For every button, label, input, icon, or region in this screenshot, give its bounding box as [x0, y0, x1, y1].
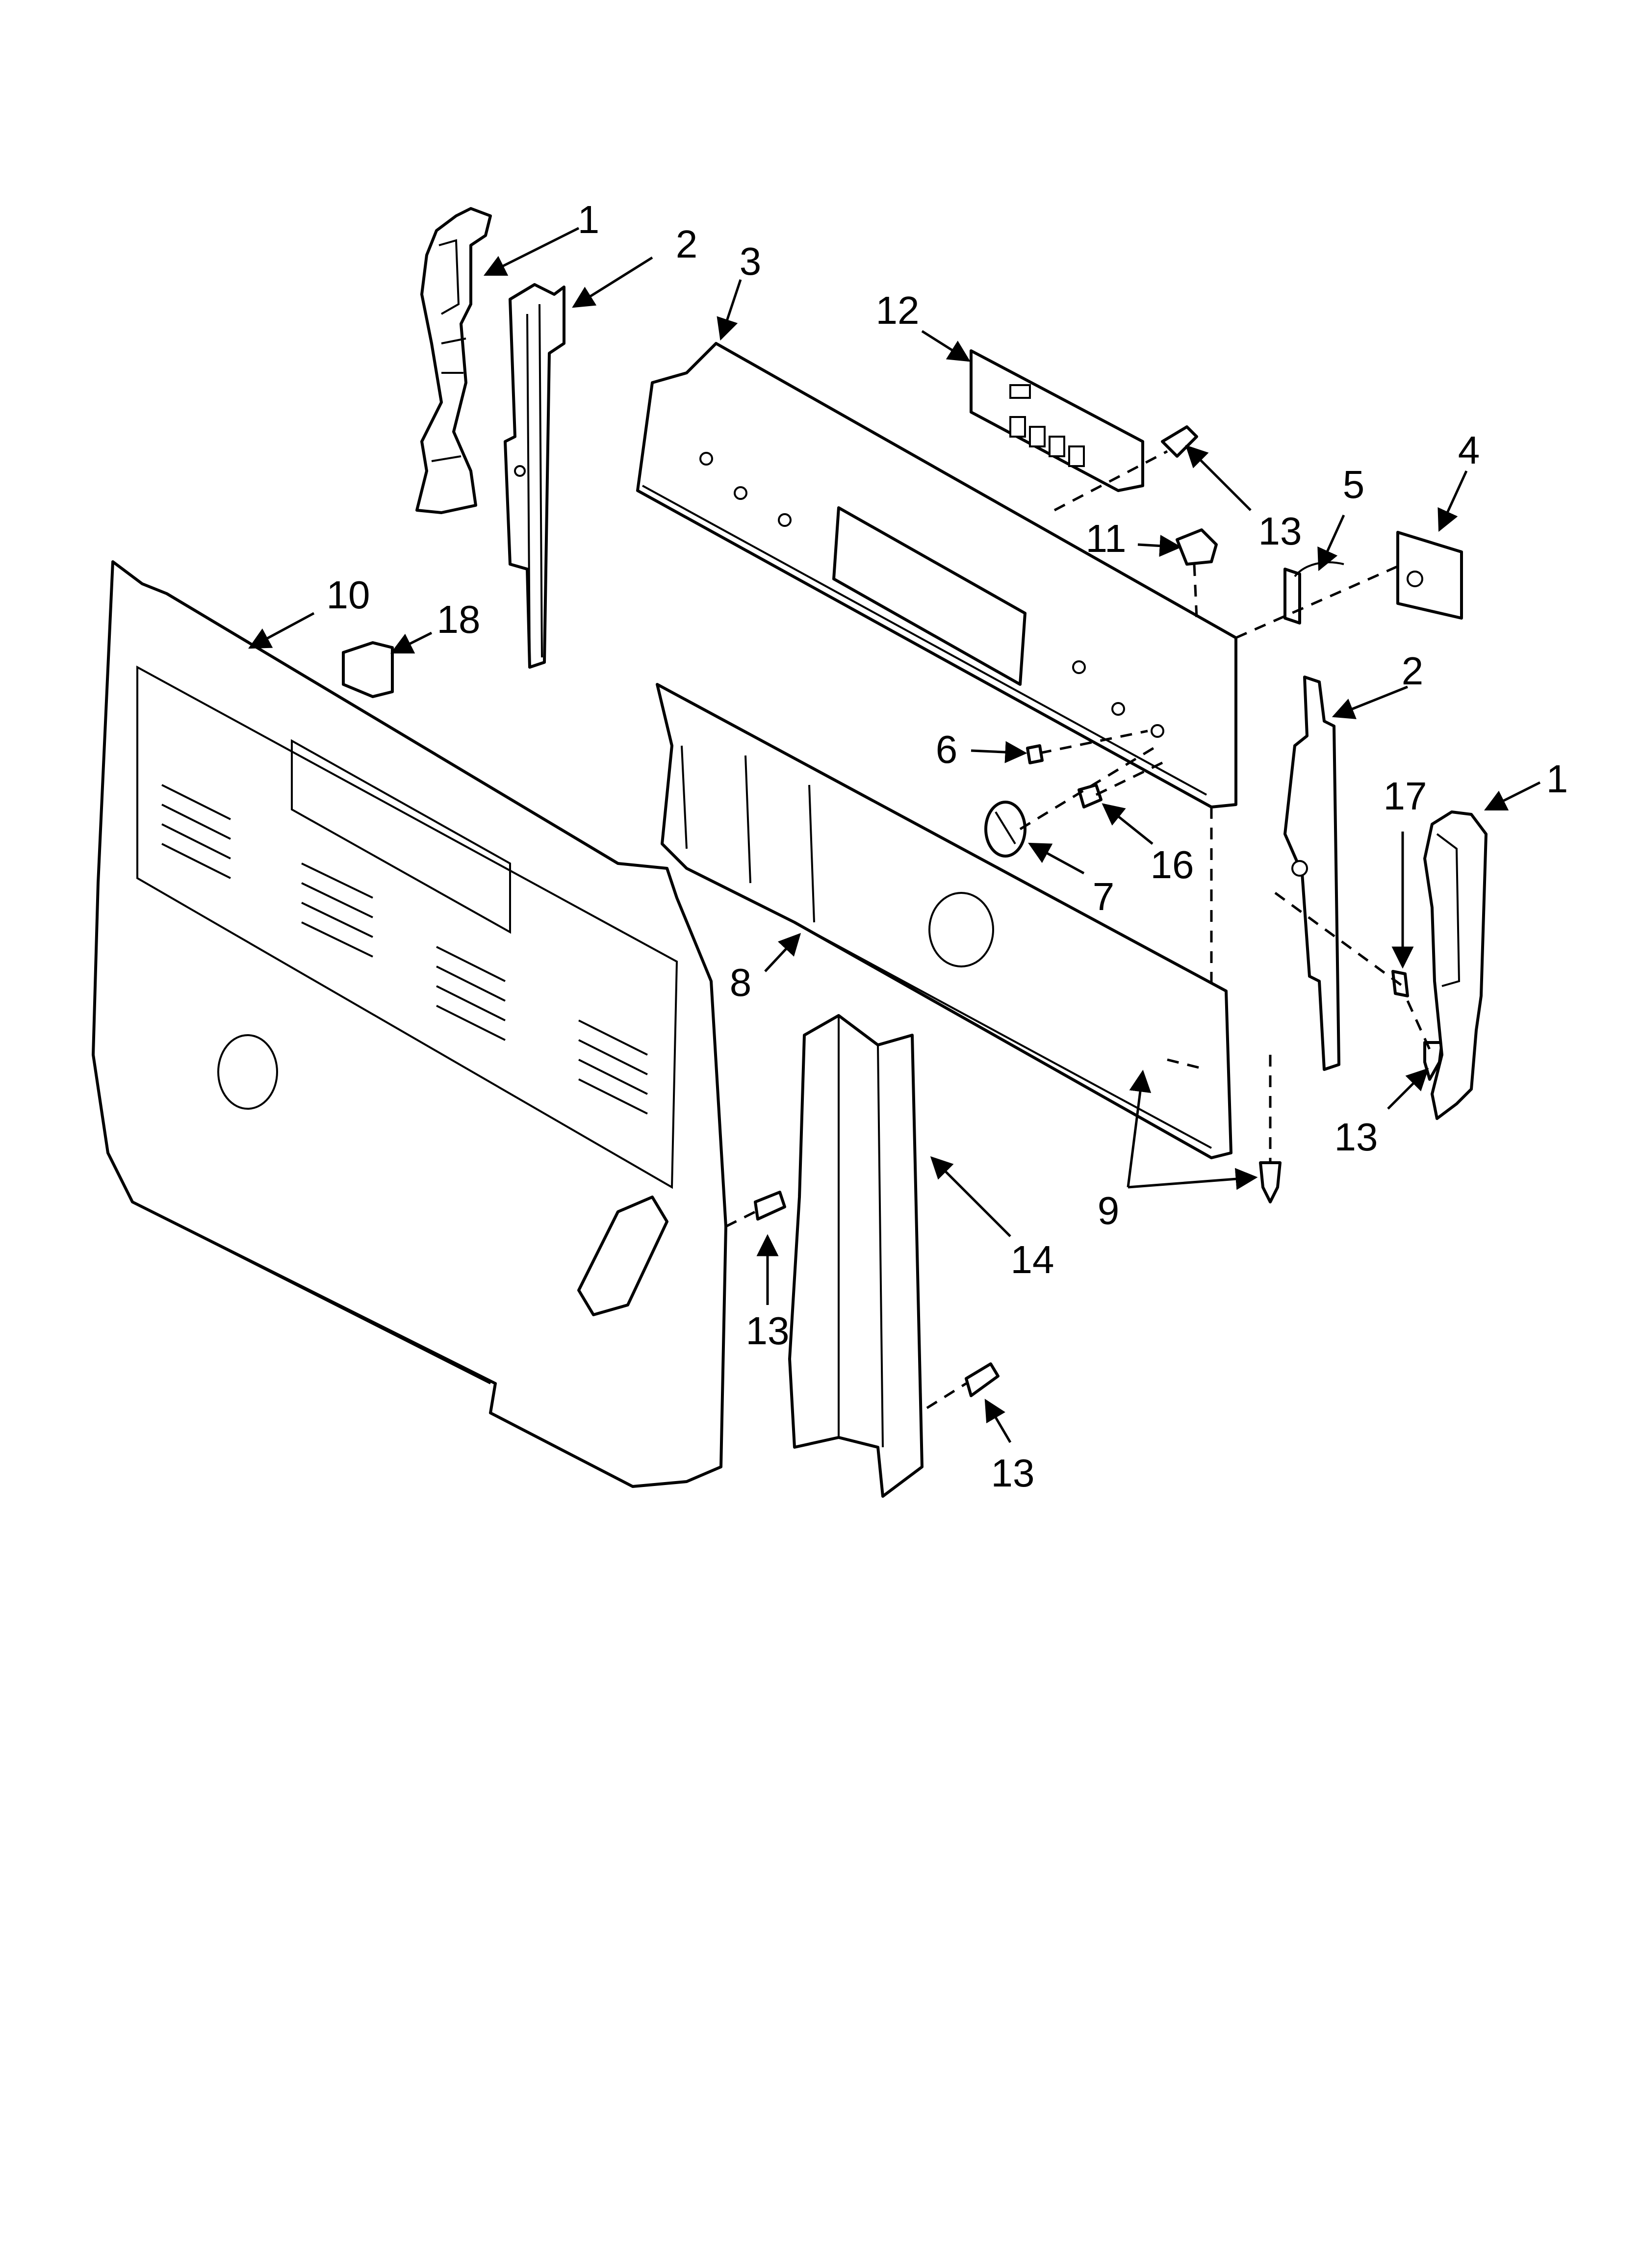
callout-17: 17 [1384, 774, 1427, 818]
callout-14: 14 [1011, 1238, 1054, 1281]
part-1-right-end-cap [1423, 810, 1488, 1120]
callout-16: 16 [1151, 843, 1194, 886]
callout-9: 9 [1098, 1189, 1120, 1232]
callout-13-right: 13 [1334, 1115, 1378, 1159]
callout-8: 8 [730, 961, 752, 1004]
part-3-control-panel [636, 342, 1237, 808]
callout-13-lower: 13 [991, 1451, 1035, 1495]
part-5-harness [1283, 561, 1344, 625]
callouts: 1 2 3 12 13 5 4 11 10 18 2 1 17 6 16 7 8… [327, 198, 1568, 1495]
callout-1-left: 1 [578, 198, 600, 241]
callout-2-left: 2 [676, 222, 698, 266]
screw-13-middle [754, 1191, 786, 1221]
part-4-infinite-switch [1396, 531, 1463, 620]
callout-2-right: 2 [1402, 649, 1424, 693]
part-10-rear-panel [92, 560, 727, 1488]
callout-3: 3 [740, 239, 762, 283]
callout-6: 6 [936, 728, 958, 771]
callout-10: 10 [327, 573, 370, 617]
part-6-insert [1026, 744, 1044, 764]
callout-5: 5 [1343, 463, 1365, 506]
callout-4: 4 [1458, 428, 1480, 472]
callout-7: 7 [1093, 875, 1115, 918]
part-8-manifold-panel [656, 683, 1232, 1159]
screw-13-lower [965, 1362, 1000, 1397]
part-2-left-bracket [504, 283, 565, 669]
part-12-clock-timer [970, 349, 1144, 492]
part-14-shield [788, 1014, 924, 1498]
callout-13-top: 13 [1258, 509, 1302, 553]
part-7-knob [984, 801, 1026, 858]
screw-9-bottom [1259, 1161, 1282, 1203]
screw-13-top [1161, 425, 1198, 458]
part-2-right-bracket [1283, 676, 1340, 1071]
part-1-left-end-cap [415, 207, 492, 514]
callout-11: 11 [1085, 517, 1126, 560]
screw-13-right [1423, 1041, 1443, 1081]
part-18-clip [342, 641, 394, 698]
leader-lines [248, 227, 1541, 1443]
part-16-nut [1078, 783, 1103, 808]
part-11-switch [1176, 528, 1218, 566]
callout-1-right: 1 [1546, 757, 1568, 801]
callout-18: 18 [437, 598, 481, 641]
callout-12: 12 [876, 288, 920, 332]
callout-13-middle: 13 [746, 1309, 790, 1353]
